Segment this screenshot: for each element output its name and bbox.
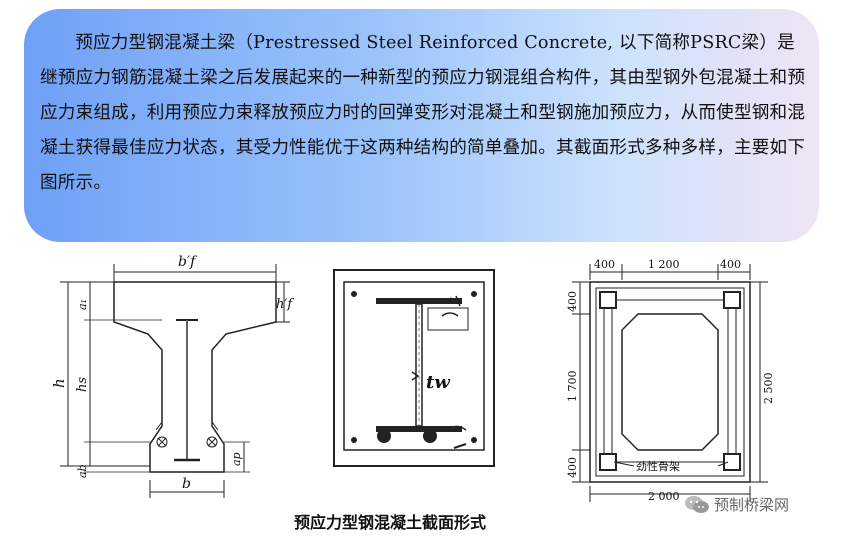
wechat-icon <box>685 495 709 513</box>
dim-bottom: 2 000 <box>648 490 680 503</box>
label-h: h <box>50 378 68 388</box>
dim-top-right: 400 <box>720 258 741 271</box>
figure-caption: 预应力型钢混凝土截面形式 <box>294 513 487 532</box>
t-section-figure: b′f h′f a₁ h hs ab ap b <box>50 254 294 504</box>
watermark: 预制桥梁网 <box>684 494 789 515</box>
dim-right: 2 500 <box>762 373 775 405</box>
dim-left-bottom: 400 <box>566 457 579 478</box>
dim-top-mid: 1 200 <box>648 258 680 271</box>
label-skeleton: 劲性骨架 <box>636 459 680 473</box>
label-ab: ab <box>76 464 89 478</box>
rect-section-figure: tw <box>332 268 500 468</box>
label-tw: tw <box>426 372 451 393</box>
watermark-text: 预制桥梁网 <box>714 496 790 514</box>
box-section-figure: 400 1 200 400 400 1 700 400 2 500 <box>562 254 775 504</box>
dim-left-mid: 1 700 <box>566 371 579 403</box>
dim-left-top: 400 <box>566 291 579 312</box>
label-bf: b′f <box>178 254 198 270</box>
label-b: b <box>182 476 191 492</box>
label-hs: hs <box>75 377 90 392</box>
dim-top-left: 400 <box>594 258 615 271</box>
label-ap: ap <box>230 452 243 466</box>
label-a-top: a₁ <box>76 299 89 310</box>
intro-box <box>24 9 819 242</box>
label-hf: h′f <box>276 297 294 312</box>
intro-paragraph: 预应力型钢混凝土梁（Prestressed Steel Reinforced C… <box>40 33 806 193</box>
